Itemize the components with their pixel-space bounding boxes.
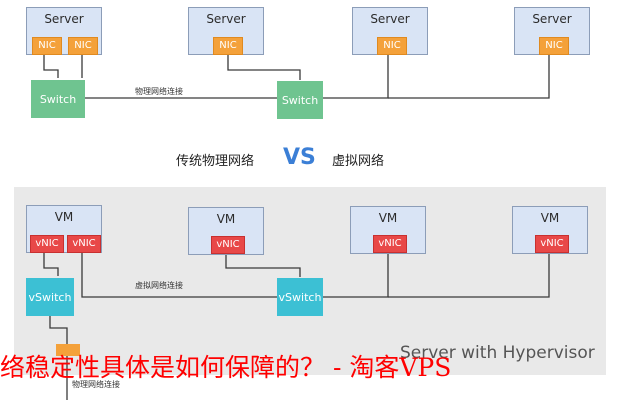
vm-box-3: VM vNIC: [350, 206, 426, 254]
link-vswitch-down: [49, 316, 68, 345]
server-label: Server: [532, 12, 572, 26]
vm-box-2: VM vNIC: [188, 207, 264, 255]
link-server3-server4: [388, 55, 550, 99]
nic-badge: NIC: [32, 37, 62, 55]
vm-label: VM: [54, 210, 74, 224]
bottom-physical-link-label: 物理网络连接: [72, 380, 120, 389]
vswitch-right: vSwitch: [277, 278, 323, 316]
link-server2-switch: [227, 55, 301, 80]
vnic-badge: vNIC: [373, 235, 407, 253]
vm-label: VM: [540, 211, 560, 225]
link-nic1-switch: [43, 55, 59, 78]
nic-badge: NIC: [213, 37, 243, 55]
vnic-badge: vNIC: [535, 235, 569, 253]
nic-badge: NIC: [377, 37, 407, 55]
vnic-badge: vNIC: [67, 235, 101, 253]
vs-label: VS: [283, 145, 316, 170]
server-label: Server: [44, 12, 84, 26]
link-switch-server3: [322, 55, 389, 99]
link-vm3-vm4: [388, 253, 550, 298]
vm-label: VM: [378, 211, 398, 225]
vm-box-4: VM vNIC: [512, 206, 588, 254]
nic-badge: NIC: [68, 37, 98, 55]
hypervisor-label: Server with Hypervisor: [400, 343, 595, 363]
link-vm2-vswitch: [225, 253, 301, 277]
link-vswitch-vm3: [322, 253, 389, 298]
server-box-1: Server NIC NIC: [26, 7, 102, 55]
vswitch-left: vSwitch: [26, 278, 74, 316]
physical-nic-marker: [56, 344, 80, 356]
vm-label: VM: [216, 212, 236, 226]
server-box-2: Server NIC: [188, 7, 264, 55]
nic-badge: NIC: [539, 37, 569, 55]
vm-box-1: VM vNIC vNIC: [26, 205, 102, 253]
link-vnic1-vswitch: [43, 253, 59, 276]
server-label: Server: [206, 12, 246, 26]
server-box-4: Server NIC: [514, 7, 590, 55]
virtual-network-caption: 虚拟网络: [332, 154, 385, 169]
watermark-text: 络稳定性具体是如何保障的？ - 淘客VPS: [0, 353, 452, 382]
vnic-badge: vNIC: [30, 235, 64, 253]
link-vnic2-vswitch: [81, 253, 278, 298]
server-box-3: Server NIC: [352, 7, 428, 55]
switch-physical-right: Switch: [277, 81, 323, 119]
virtual-link-label: 虚拟网络连接: [135, 281, 183, 290]
vnic-badge: vNIC: [211, 236, 245, 254]
physical-link-label: 物理网络连接: [135, 87, 183, 96]
server-label: Server: [370, 12, 410, 26]
switch-physical-left: Switch: [31, 80, 85, 118]
traditional-network-caption: 传统物理网络: [176, 154, 255, 169]
